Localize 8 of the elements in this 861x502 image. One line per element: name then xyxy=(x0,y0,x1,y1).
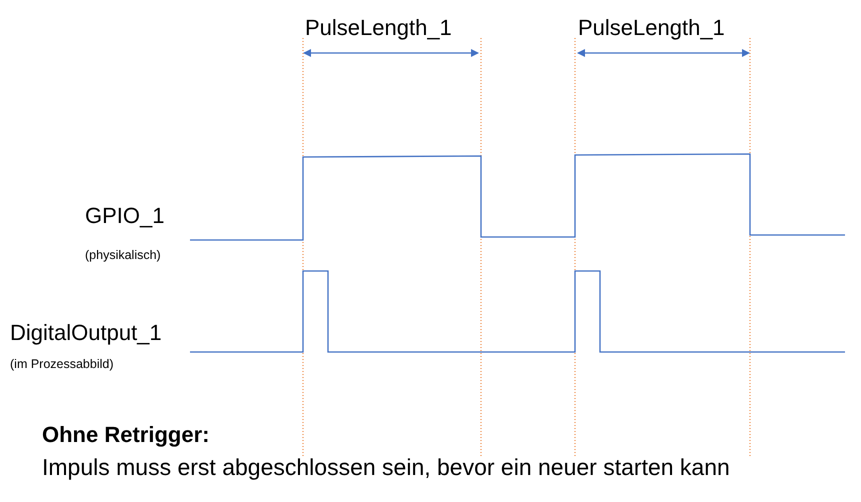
signal-name: GPIO_1 xyxy=(85,204,164,228)
dimension-label: PulseLength_1 xyxy=(578,16,725,40)
signal-name: DigitalOutput_1 xyxy=(10,321,162,346)
note-heading: Ohne Retrigger: xyxy=(42,423,210,448)
note-text: Impuls muss erst abgeschlossen sein, bevor ein neuer starten kann xyxy=(42,455,730,480)
signal-note: (im Prozessabbild) xyxy=(10,358,114,372)
dimension-label: PulseLength_1 xyxy=(305,16,452,40)
signal-note: (physikalisch) xyxy=(85,249,161,263)
